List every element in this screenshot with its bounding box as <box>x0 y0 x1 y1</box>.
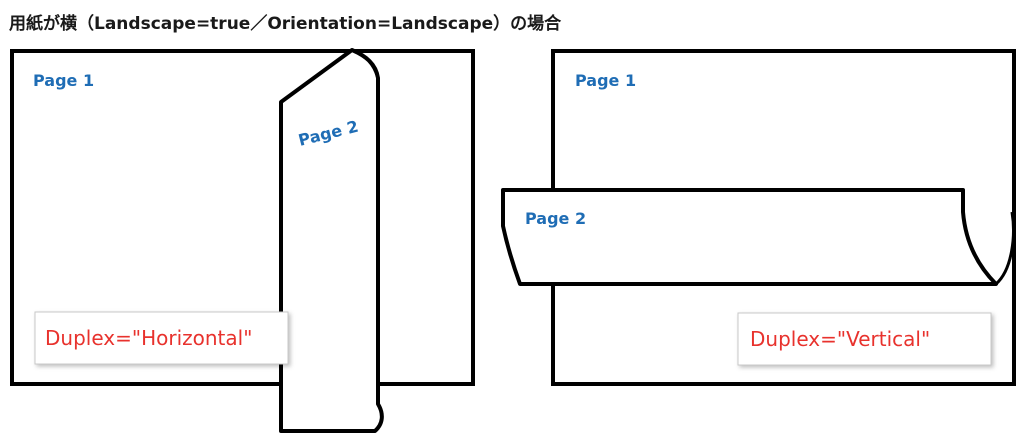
horizontal-page2-sheet <box>279 48 384 433</box>
horizontal-duplex-panel: Page 1 Page 2 Duplex="Horizontal" <box>10 48 475 433</box>
vertical-page1-label: Page 1 <box>575 71 636 90</box>
horizontal-duplex-label: Duplex="Horizontal" <box>45 326 252 350</box>
diagram-heading: 用紙が横（Landscape=true／Orientation=Landscap… <box>9 14 562 34</box>
vertical-duplex-panel: Page 1 Page 2 Duplex="Vertical" <box>501 49 1016 386</box>
vertical-page2-label: Page 2 <box>525 209 586 228</box>
horizontal-page2-curl-edge <box>351 49 379 83</box>
vertical-duplex-label: Duplex="Vertical" <box>750 327 930 351</box>
horizontal-page1-label: Page 1 <box>33 71 94 90</box>
vertical-page2-sheet <box>501 188 998 286</box>
vertical-page2-curl-edge <box>994 211 1015 286</box>
horizontal-duplex-callout <box>34 311 289 365</box>
vertical-duplex-callout <box>737 312 992 366</box>
